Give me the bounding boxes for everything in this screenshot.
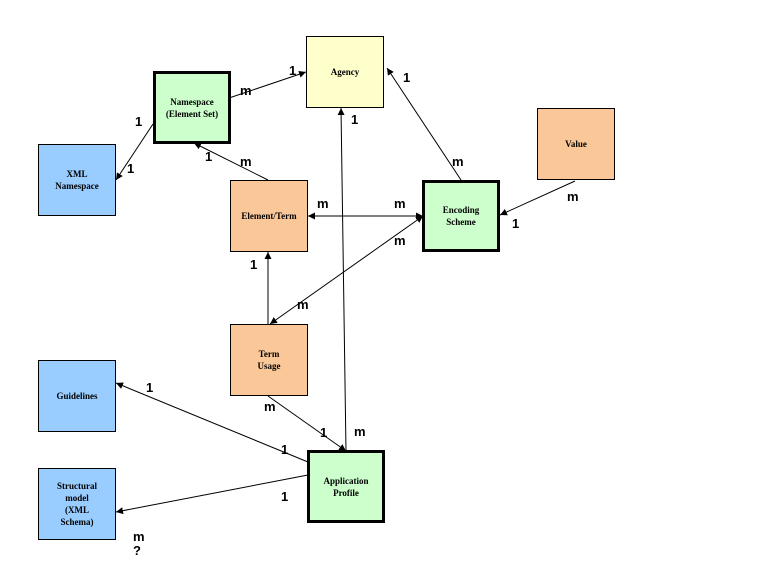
card-structural-profile-q: ? (133, 543, 141, 558)
card-namespace-xmlns-1a: 1 (135, 114, 143, 129)
card-guidelines-profile-1b: 1 (281, 442, 289, 457)
card-structural-profile-1: 1 (281, 489, 289, 504)
card-value-encoding-1: 1 (512, 216, 520, 231)
card-element-usage-1: 1 (250, 257, 258, 272)
card-usage-profile-1: 1 (320, 425, 328, 440)
edge-usage-encoding (269, 215, 424, 325)
card-usage-profile-m: m (264, 399, 276, 414)
edge-namespace-xml-namespace (115, 123, 154, 181)
card-structural-profile-m: m (133, 529, 145, 544)
edge-value-encoding (499, 180, 576, 216)
card-element-encoding-m2: m (394, 196, 406, 211)
application-profile-node[interactable]: Application Profile (307, 450, 385, 523)
card-element-encoding-m1: m (317, 196, 329, 211)
edge-element-namespace (193, 142, 269, 181)
card-usage-encoding-m2: m (297, 297, 309, 312)
structural-model-node[interactable]: Structural model (XML Schema) (38, 468, 116, 540)
card-value-encoding-m: m (567, 189, 579, 204)
xml-namespace-node[interactable]: XML Namespace (38, 144, 116, 216)
element-term-node[interactable]: Element/Term (230, 180, 308, 252)
value-node[interactable]: Value (537, 108, 615, 180)
guidelines-node[interactable]: Guidelines (38, 360, 116, 432)
card-usage-encoding-m1: m (394, 233, 406, 248)
namespace-node[interactable]: Namespace (Element Set) (153, 71, 231, 144)
card-encoding-agency-1: 1 (403, 70, 411, 85)
card-namespace-xmlns-1b: 1 (127, 161, 135, 176)
card-element-namespace-1: 1 (205, 149, 213, 164)
edge-namespace-agency (228, 70, 307, 99)
card-encoding-agency-m: m (452, 154, 464, 169)
agency-node[interactable]: Agency (306, 36, 384, 108)
card-namespace-agency-m: m (240, 83, 252, 98)
edge-usage-profile (267, 395, 347, 452)
edge-profile-structural (115, 474, 309, 515)
card-element-namespace-m: m (240, 154, 252, 169)
edge-profile-guidelines (115, 382, 309, 463)
card-namespace-agency-1: 1 (289, 63, 297, 78)
card-guidelines-profile-1a: 1 (146, 380, 154, 395)
card-profile-agency-m: m (354, 424, 366, 439)
edge-profile-agency (337, 107, 347, 452)
card-profile-agency-1: 1 (351, 112, 359, 127)
edge-encoding-agency (386, 67, 462, 181)
encoding-scheme-node[interactable]: Encoding Scheme (422, 180, 500, 252)
term-usage-node[interactable]: Term Usage (230, 324, 308, 396)
